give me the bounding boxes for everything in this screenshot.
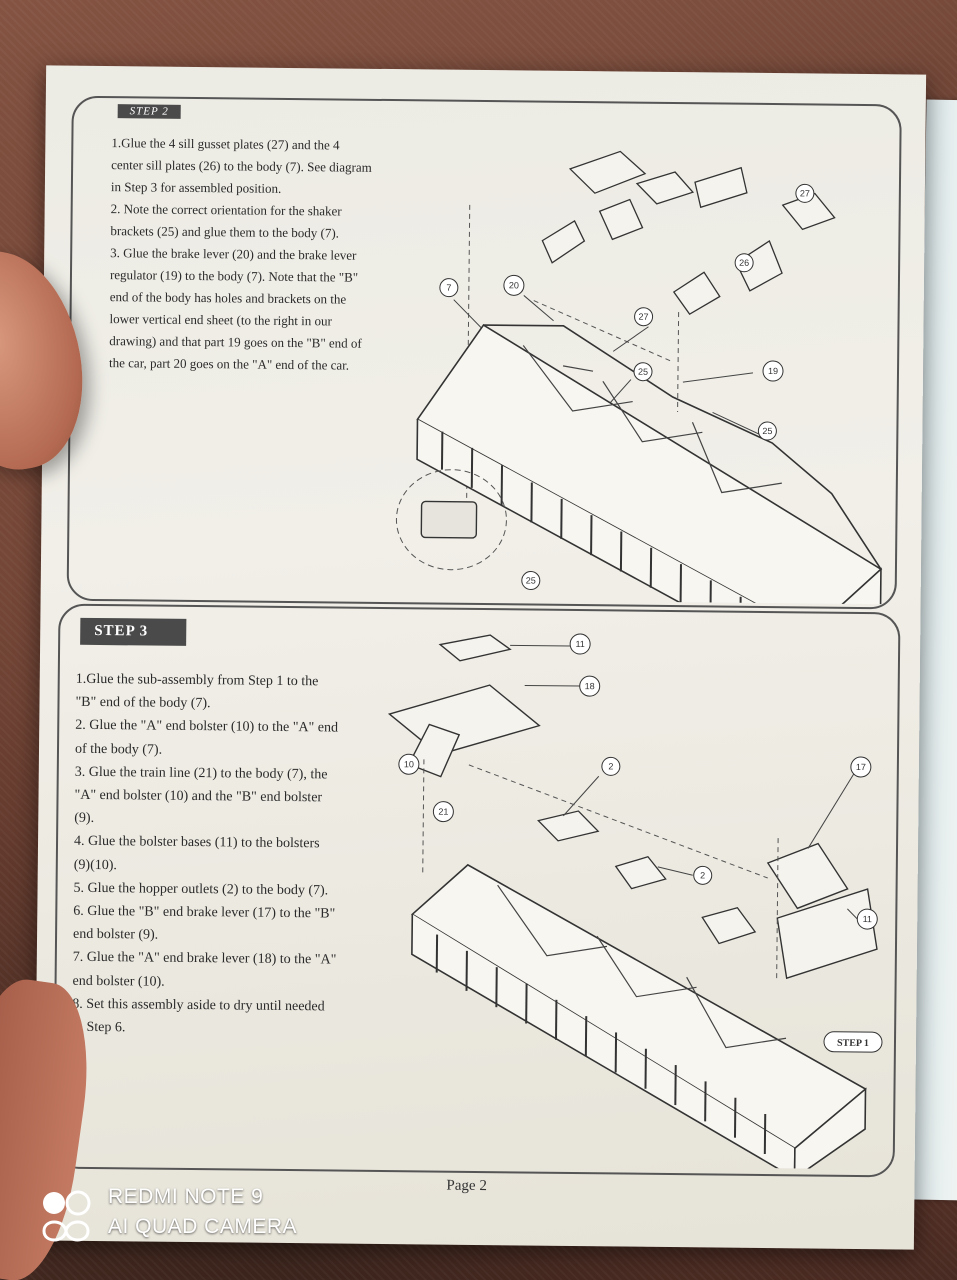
callout-25c: 25 xyxy=(521,571,541,591)
callout-27b: 27 xyxy=(634,307,654,327)
hopper-slopes xyxy=(522,345,782,494)
bolster-b-drawing xyxy=(766,842,878,980)
part-drawing xyxy=(635,171,695,205)
step2-label: STEP 2 xyxy=(117,104,181,119)
camera-subtitle: AI QUAD CAMERA xyxy=(108,1215,298,1238)
outlet xyxy=(614,856,667,890)
step1-ref-badge: STEP 1 xyxy=(823,1031,883,1053)
step2-diagram: 7 20 27 26 27 25 19 25 25 xyxy=(395,150,883,605)
body-ribs xyxy=(440,431,742,605)
step3-instruction: 5. Glue the hopper outlets (2) to the bo… xyxy=(73,880,329,899)
bolster-base xyxy=(776,888,878,980)
hopper-body-drawing xyxy=(410,863,867,1170)
leader-lines xyxy=(453,295,768,439)
shaker-bracket-detail xyxy=(420,500,478,539)
callout-27: 27 xyxy=(795,183,815,203)
step3-callouts: 11 18 10 2 17 21 2 11 STEP 1 xyxy=(398,633,883,1053)
callout-text: 27 xyxy=(639,312,649,322)
callout-text: 26 xyxy=(739,258,749,268)
step2-instructions: 1.Glue the 4 sill gusset plates (27) and… xyxy=(109,132,374,377)
camera-model: REDMI NOTE 9 xyxy=(108,1185,264,1208)
step3-instructions: 1.Glue the sub-assembly from Step 1 to t… xyxy=(72,668,340,1042)
hopper-slopes xyxy=(497,884,787,1049)
hopper-body-drawing xyxy=(416,323,883,605)
step3-instruction: 2. Glue the "A" end bolster (10) to the … xyxy=(74,718,339,758)
part-drawing xyxy=(672,271,721,316)
callout-text: 25 xyxy=(526,575,536,585)
callout-text: 7 xyxy=(446,283,451,293)
bolster-a-drawing xyxy=(387,634,541,778)
guide-lines xyxy=(422,759,779,979)
step3-instruction: 1.Glue the sub-assembly from Step 1 to t… xyxy=(75,671,319,712)
step2-instruction: 2. Note the correct orientation for the … xyxy=(110,201,342,241)
part-drawing xyxy=(735,240,783,292)
hopper-outlets-drawing xyxy=(537,810,757,945)
step2-instruction: 1.Glue the 4 sill gusset plates (27) and… xyxy=(110,135,372,196)
callout-2b: 2 xyxy=(693,865,713,885)
callout-text: 27 xyxy=(800,188,810,198)
part-drawing xyxy=(598,198,644,241)
callout-20: 20 xyxy=(503,274,525,296)
step3-label: STEP 3 xyxy=(80,617,187,646)
callout-7: 7 xyxy=(439,278,459,298)
instruction-sheet: STEP 2 1.Glue the 4 sill gusset plates (… xyxy=(33,65,927,1250)
callout-text: 25 xyxy=(638,367,648,377)
step3-instruction: 7. Glue the "A" end brake lever (18) to … xyxy=(72,950,337,990)
callout-17: 17 xyxy=(850,756,872,778)
callout-text: 11 xyxy=(575,639,584,649)
sill-plates-drawing xyxy=(541,150,836,316)
bolster-arm xyxy=(387,684,541,756)
callout-text: 18 xyxy=(585,681,595,691)
callout-26: 26 xyxy=(734,253,754,273)
leader-lines xyxy=(510,644,863,925)
body-end xyxy=(793,1087,867,1170)
step3-instruction: 3. Glue the train line (21) to the body … xyxy=(74,764,328,827)
callout-19: 19 xyxy=(762,360,784,382)
callout-text: 17 xyxy=(856,762,866,772)
callout-text: 2 xyxy=(608,761,613,771)
callout-25b: 25 xyxy=(757,421,777,441)
callout-text: 11 xyxy=(863,914,872,924)
callout-text: 10 xyxy=(404,759,414,769)
body-lower xyxy=(416,419,812,605)
callout-25: 25 xyxy=(633,362,653,382)
page-number: Page 2 xyxy=(446,1177,487,1195)
step2-callouts: 7 20 27 26 27 25 19 25 25 xyxy=(439,183,815,591)
camera-logo-icon xyxy=(42,1190,91,1242)
callout-text: 19 xyxy=(768,366,778,376)
body-end xyxy=(809,567,882,605)
step3-instruction: 4. Glue the bolster bases (11) to the bo… xyxy=(73,834,320,873)
bolster-base xyxy=(438,634,512,662)
callout-21: 21 xyxy=(432,801,454,823)
callout-text: 25 xyxy=(762,426,772,436)
outlet xyxy=(701,906,757,945)
callout-2: 2 xyxy=(601,756,621,776)
callout-11: 11 xyxy=(569,633,591,655)
callout-18: 18 xyxy=(579,675,601,697)
callout-text: 21 xyxy=(438,807,448,817)
step3-diagram: 11 18 10 2 17 21 2 11 STEP 1 xyxy=(387,633,883,1170)
body-ribs xyxy=(435,934,767,1155)
part-drawing xyxy=(541,220,586,264)
callout-text: 2 xyxy=(700,870,705,880)
detail-circle xyxy=(395,469,507,571)
bolster-arm xyxy=(766,842,849,910)
step3-instruction: 6. Glue the "B" end brake lever (17) to … xyxy=(72,903,336,943)
part-drawing xyxy=(568,150,647,194)
callout-text: 20 xyxy=(509,280,519,290)
callout-10: 10 xyxy=(398,753,420,775)
step3-instruction: 8. Set this assembly aside to dry until … xyxy=(72,996,325,1036)
step1-ref-label: STEP 1 xyxy=(837,1038,869,1049)
part-drawing xyxy=(694,166,748,209)
step2-instruction: 3. Glue the brake lever (20) and the bra… xyxy=(108,245,362,373)
bolster-leg xyxy=(407,723,461,778)
callout-11b: 11 xyxy=(856,908,878,930)
outlet xyxy=(537,810,600,842)
